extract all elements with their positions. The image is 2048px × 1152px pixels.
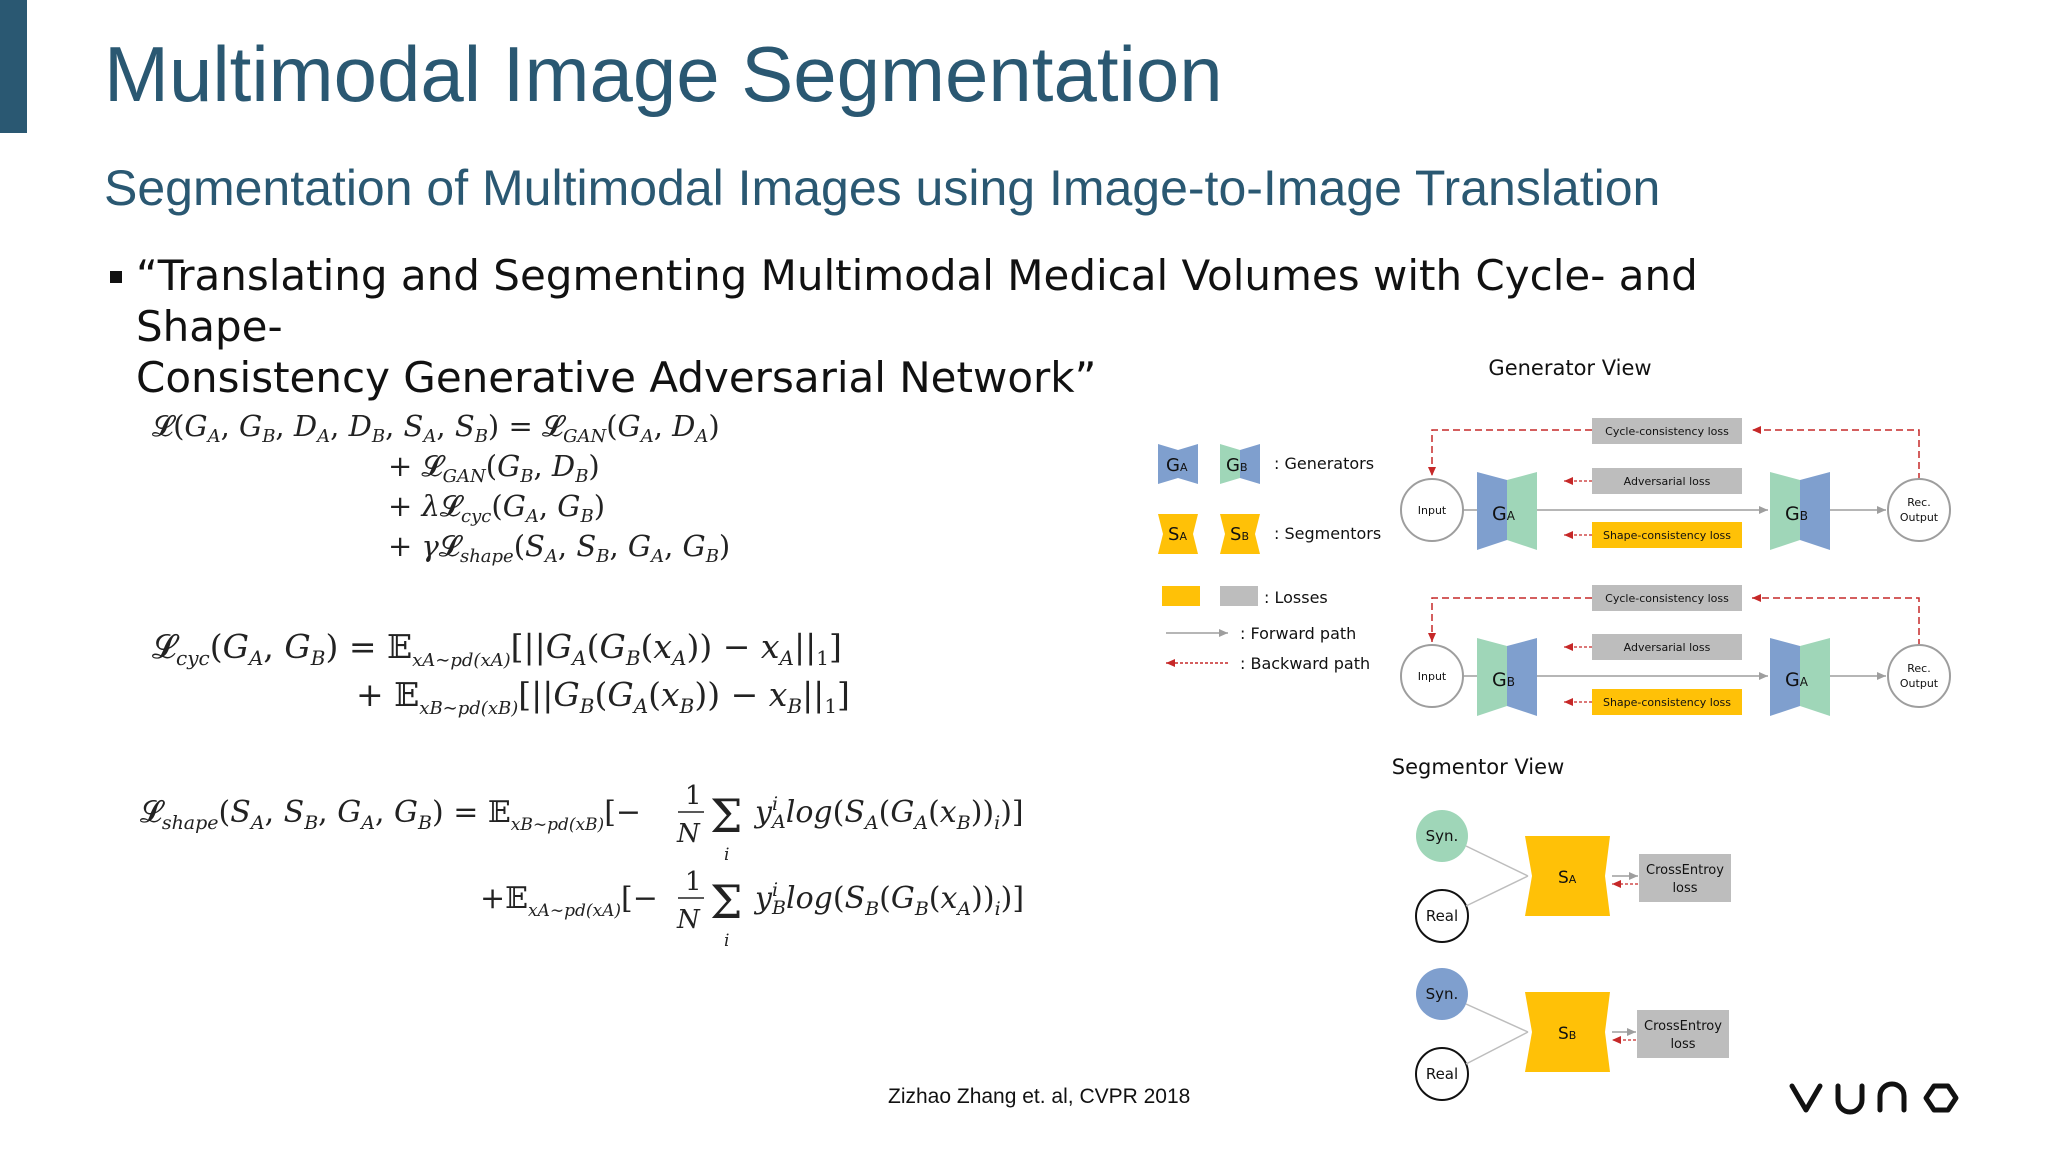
svg-text:SA: SA [1168,524,1187,545]
syn-node-a: Syn. [1426,827,1459,845]
full-loss-line-4: + γ𝓛shape(SA, SB, GA, GB) [388,529,730,567]
svg-text:SB: SB [1230,524,1249,545]
segmentor-view-title: Segmentor View [1392,755,1565,779]
input-node-top: Input [1418,504,1447,517]
crossentropy-loss-b-1: CrossEntroy [1644,1019,1722,1034]
svg-text:GA: GA [1166,455,1188,476]
paper-title-bullet: “Translating and Segmenting Multimodal M… [136,250,1816,403]
full-loss-line-2: + 𝓛GAN(GB, DB) [388,449,600,487]
segmentor-a: SA [1558,868,1577,888]
svg-text:GB: GB [1226,455,1248,476]
rec-output-bottom-2: Output [1900,677,1939,690]
shape-loss-line-1: 𝓛shape(SA, SB, GA, GB) = 𝔼xB∼pd(xB)[− [140,795,641,835]
rec-output-top-1: Rec. [1907,496,1930,509]
input-node-bottom: Input [1418,670,1447,683]
cycle-loss-bottom: Cycle-consistency loss [1605,592,1729,605]
real-node-b: Real [1426,1065,1458,1083]
segmentor-a-block: Syn. Real SA CrossEntroy loss [1415,810,1731,943]
svg-text:N: N [676,819,701,849]
generator-view-title: Generator View [1488,356,1651,380]
cyc-loss-line-1: 𝓛cyc(GA, GB) = 𝔼xA∼pd(xA)[||GA(GB(xA)) −… [152,627,842,671]
legend-generators: : Generators [1274,454,1374,473]
generator-a-top: GA [1492,503,1516,525]
shape-loss-bottom: Shape-consistency loss [1603,696,1731,709]
segmentor-b: SB [1558,1024,1576,1044]
svg-text:i: i [724,845,729,865]
crossentropy-loss-a-2: loss [1672,881,1697,896]
legend-losses: : Losses [1264,588,1328,607]
segmentor-b-block: Syn. Real SB CrossEntroy loss [1415,968,1729,1101]
legend-segmentors: : Segmentors [1274,524,1381,543]
legend-forward-path: : Forward path [1240,624,1356,643]
syn-node-b: Syn. [1426,985,1459,1003]
full-loss-line-1: 𝓛(GA, GB, DA, DB, SA, SB) = 𝓛GAN(GA, DA) [152,409,720,447]
slide-subtitle: Segmentation of Multimodal Images using … [104,160,1661,216]
citation: Zizhao Zhang et. al, CVPR 2018 [888,1085,1191,1108]
shape-loss-line-2: +𝔼xA∼pd(xA)[− [480,881,658,921]
loss-equations: 𝓛(GA, GB, DA, DB, SA, SB) = 𝓛GAN(GA, DA)… [140,409,1024,951]
title-accent-bar [0,0,27,133]
adversarial-loss-bottom: Adversarial loss [1624,641,1711,654]
svg-text:N: N [676,905,701,935]
cyc-loss-line-2: + 𝔼xB∼pd(xB)[||GB(GA(xB)) − xB||1] [356,675,850,719]
architecture-diagram: Generator View Segmentor View GA GB : Ge… [1158,356,1951,1101]
crossentropy-loss-b-2: loss [1670,1037,1695,1052]
generator-cycle-bottom: Cycle-consistency loss Input GB Adversar… [1400,585,1951,716]
rec-output-top-2: Output [1900,511,1939,524]
generator-b-bottom: GB [1492,669,1515,691]
svg-text:i: i [724,931,729,951]
adversarial-loss-top: Adversarial loss [1624,475,1711,488]
legend: GA GB : Generators SA SB : Segmentors : … [1158,444,1381,673]
svg-text:Σ: Σ [710,875,743,929]
generator-cycle-top: Cycle-consistency loss Input GA Adversar… [1400,418,1951,550]
svg-text:1: 1 [685,867,702,897]
legend-backward-path: : Backward path [1240,654,1370,673]
shape-loss-top: Shape-consistency loss [1603,529,1731,542]
slide-title: Multimodal Image Segmentation [104,30,1223,118]
generator-a-bottom: GA [1785,669,1809,691]
vuno-logo [1789,1081,1959,1115]
full-loss-line-3: + λ𝓛cyc(GA, GB) [388,489,605,527]
crossentropy-loss-a-1: CrossEntroy [1646,863,1724,878]
svg-text:Σ: Σ [710,789,743,843]
bullet-line-1: “Translating and Segmenting Multimodal M… [136,251,1698,351]
real-node-a: Real [1426,907,1458,925]
generator-b-top: GB [1785,503,1808,525]
svg-text:1: 1 [685,781,702,811]
bullet-line-2: Consistency Generative Adversarial Netwo… [136,353,1097,402]
rec-output-bottom-1: Rec. [1907,662,1930,675]
cycle-loss-top: Cycle-consistency loss [1605,425,1729,438]
bullet-icon [110,271,122,283]
